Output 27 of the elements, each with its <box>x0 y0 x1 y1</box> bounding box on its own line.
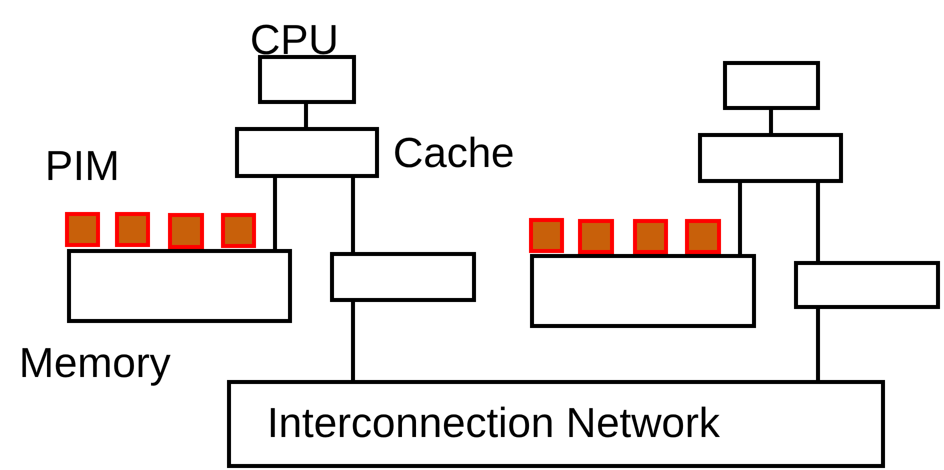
pim-square <box>685 219 721 254</box>
empty-box <box>330 252 476 302</box>
network-label: Interconnection Network <box>267 402 720 444</box>
component-label: Cache <box>393 132 514 174</box>
connector-line <box>816 309 820 380</box>
empty-box <box>530 254 756 328</box>
pim-square <box>115 212 150 247</box>
empty-box <box>723 61 820 110</box>
empty-box <box>794 261 940 309</box>
connector-line <box>816 183 820 261</box>
connector-line <box>769 110 773 133</box>
empty-box <box>698 133 843 183</box>
component-box <box>227 380 885 468</box>
pim-square <box>221 213 256 248</box>
component-label: Memory <box>19 342 171 384</box>
pim-square <box>633 219 668 254</box>
pim-square <box>168 213 204 249</box>
connector-line <box>738 183 742 254</box>
component-label: CPU <box>250 19 339 61</box>
connector-line <box>351 302 355 380</box>
pim-label: PIM <box>45 145 120 187</box>
connector-line <box>273 178 277 249</box>
connector-line <box>304 104 308 127</box>
pim-square <box>578 219 614 254</box>
pim-square <box>529 218 564 253</box>
connector-line <box>351 178 355 252</box>
pim-square <box>65 212 100 247</box>
